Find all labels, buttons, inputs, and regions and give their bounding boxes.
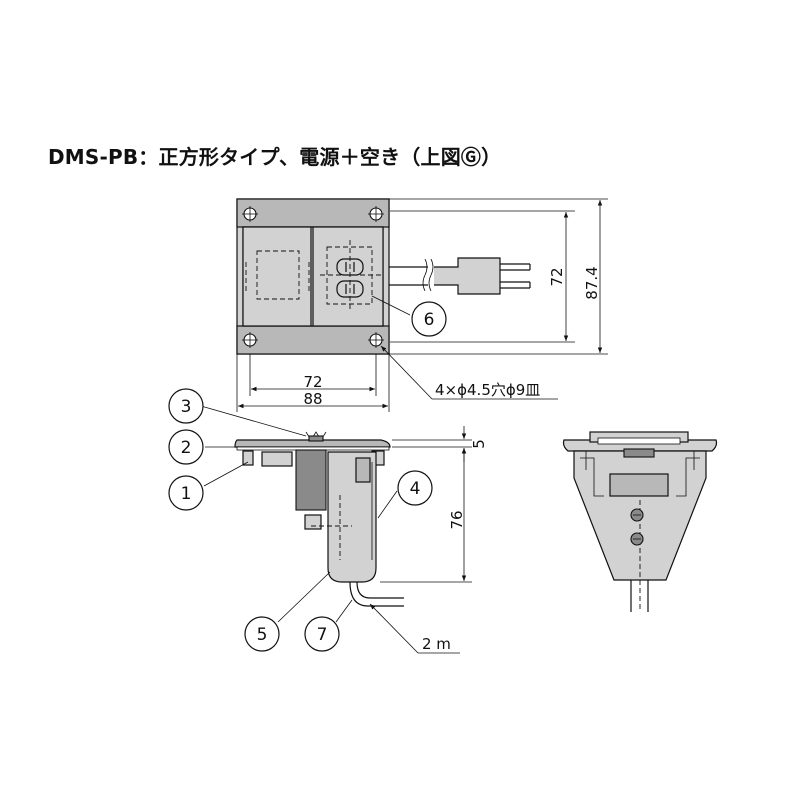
dim-88-horizontal: 88 <box>303 390 322 408</box>
svg-text:7: 7 <box>317 625 328 645</box>
power-cable <box>389 266 428 286</box>
callout-6: 6 <box>411 301 447 337</box>
svg-text:5: 5 <box>257 625 268 645</box>
power-plug <box>434 257 501 295</box>
top-view-lower-flange <box>236 325 390 355</box>
side-inner-block <box>295 449 327 511</box>
screw-icon <box>242 206 258 222</box>
side-flange <box>234 439 391 448</box>
outlet-module <box>312 226 384 327</box>
top-view-upper-flange <box>236 198 390 228</box>
dim-5: 5 <box>470 439 488 449</box>
svg-text:4: 4 <box>410 479 421 499</box>
callout-5: 5 <box>244 616 280 652</box>
screw-icon <box>368 332 384 348</box>
dim-72-horizontal: 72 <box>303 373 322 391</box>
top-view-dimensions: 72 87.4 72 88 4×ϕ4.5穴ϕ9皿 <box>236 198 608 412</box>
svg-text:6: 6 <box>424 310 435 330</box>
screw-icon <box>242 332 258 348</box>
svg-text:1: 1 <box>181 484 192 504</box>
callouts: 1 2 3 4 5 6 7 <box>168 295 447 652</box>
callout-2: 2 <box>168 429 204 465</box>
dim-87-4-vertical: 87.4 <box>583 266 601 299</box>
callout-3: 3 <box>168 388 204 424</box>
socket-top <box>336 258 364 276</box>
diagram-title: DMS-PB：正方形タイプ、電源＋空き（上図Ⓖ） <box>48 145 502 169</box>
callout-7: 7 <box>304 616 340 652</box>
svg-text:3: 3 <box>181 397 192 417</box>
screw-icon <box>368 206 384 222</box>
callout-4: 4 <box>397 470 433 506</box>
callout-1: 1 <box>168 475 204 511</box>
svg-text:2: 2 <box>181 438 192 458</box>
hole-spec-label: 4×ϕ4.5穴ϕ9皿 <box>435 381 540 399</box>
cable-length-label: 2 m <box>422 635 451 653</box>
outlet-face <box>326 246 373 305</box>
side-view <box>234 431 404 607</box>
socket-bottom <box>336 280 364 298</box>
top-view <box>236 198 531 355</box>
side-view-dimensions: 5 76 2 m <box>369 426 488 654</box>
dim-72-vertical: 72 <box>548 267 566 286</box>
side-main-body <box>327 451 377 583</box>
dim-76: 76 <box>448 510 466 529</box>
front-view <box>562 431 718 612</box>
blank-module <box>242 226 312 327</box>
